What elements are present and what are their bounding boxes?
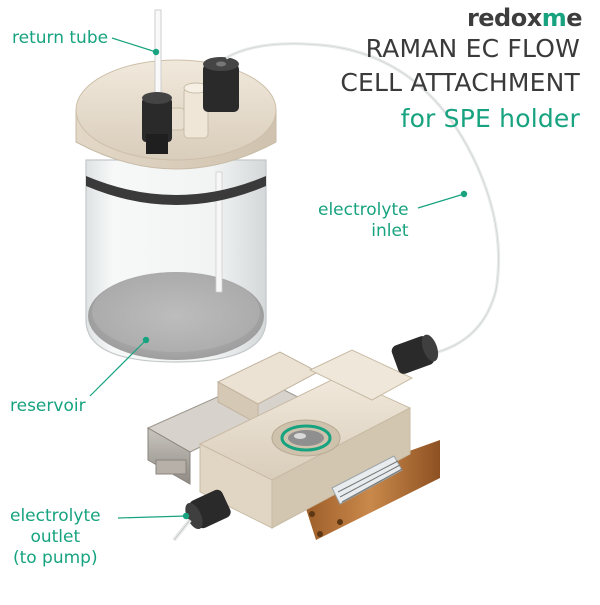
gasket-ring — [86, 176, 266, 205]
green-o-ring — [280, 424, 332, 452]
brand-prefix: redox — [466, 4, 542, 32]
label-electrolyte-outlet: electrolyte outlet (to pump) — [10, 506, 101, 569]
holder-inlet-knob — [391, 334, 439, 374]
label-reservoir: reservoir — [10, 396, 86, 417]
title-line-1: RAMAN EC FLOW — [365, 34, 580, 63]
label-inlet-line-1: electrolyte — [318, 200, 409, 220]
callout-reservoir — [89, 339, 147, 397]
label-inlet-line-2: inlet — [371, 221, 409, 241]
label-outlet-line-3: (to pump) — [12, 548, 98, 568]
callout-return-tube — [111, 37, 157, 53]
lid-knob-left — [142, 92, 172, 154]
callout-inlet — [417, 193, 465, 209]
label-electrolyte-inlet: electrolyte inlet — [318, 200, 409, 242]
brand-accent: m — [541, 4, 567, 32]
callout-outlet — [117, 515, 187, 519]
return-tube — [154, 9, 162, 106]
label-return-tube: return tube — [12, 28, 108, 49]
label-return-tube-text: return tube — [12, 28, 109, 48]
copper-contact — [300, 440, 440, 540]
spe-holder — [146, 349, 440, 540]
brand-suffix: e — [566, 4, 582, 32]
reservoir — [75, 59, 277, 363]
label-outlet-line-1: electrolyte — [10, 506, 101, 526]
title-line-3: for SPE holder — [400, 104, 580, 133]
label-outlet-line-2: outlet — [30, 527, 81, 547]
label-reservoir-text: reservoir — [10, 396, 86, 416]
lid-knob-right — [203, 57, 239, 112]
title-line-2: CELL ATTACHMENT — [340, 68, 580, 97]
brand-logo: redoxme — [466, 4, 583, 32]
callouts — [89, 37, 468, 520]
